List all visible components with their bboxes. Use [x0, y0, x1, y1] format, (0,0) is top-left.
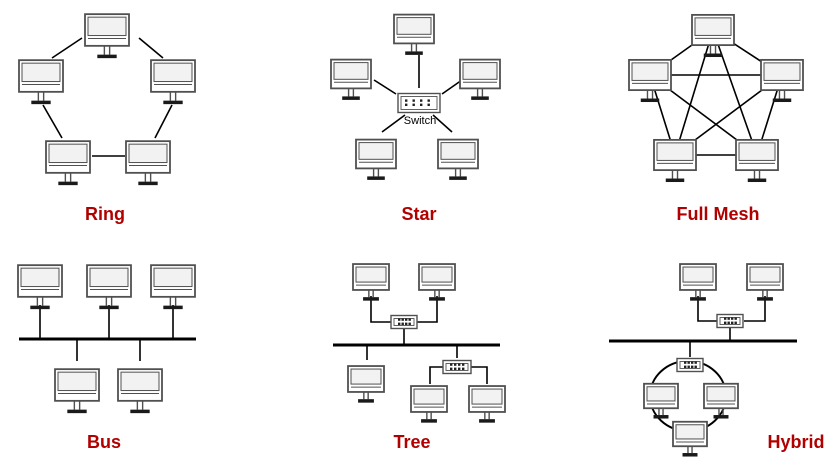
link-line	[373, 79, 397, 95]
link-line	[744, 296, 766, 322]
tree-label: Tree	[393, 432, 431, 452]
link-line	[381, 114, 406, 133]
switch-label: Switch	[404, 115, 436, 127]
computer-icon	[735, 138, 779, 183]
switch-icon	[676, 357, 704, 373]
computer-icon	[150, 59, 196, 105]
computer-icon	[45, 140, 91, 186]
bus-label: Bus	[86, 432, 122, 452]
computer-icon	[352, 263, 390, 301]
computer-icon	[468, 385, 506, 423]
computer-icon	[18, 59, 64, 105]
computer-icon	[84, 13, 130, 59]
computer-icon	[117, 368, 163, 414]
computer-icon	[643, 382, 679, 419]
computer-icon	[347, 365, 385, 403]
computer-icon	[459, 58, 501, 100]
switch-icon	[442, 359, 472, 375]
bus-lines-layer	[19, 337, 797, 347]
computer-icon	[679, 263, 717, 301]
hybrid-label: Hybrid	[767, 432, 825, 452]
computer-icon	[330, 58, 372, 100]
switch-icon	[716, 313, 744, 329]
full-mesh-label: Full Mesh	[676, 204, 760, 224]
link-line	[429, 366, 444, 384]
link-line	[470, 366, 488, 384]
ring-label: Ring	[85, 204, 125, 224]
computer-icon	[703, 382, 739, 419]
switch-icon	[390, 314, 418, 330]
computer-icon	[393, 13, 435, 55]
computer-icon	[125, 140, 171, 186]
link-line	[370, 296, 393, 323]
computer-icon	[653, 138, 697, 183]
computer-icon	[746, 263, 784, 301]
link-line	[138, 37, 164, 59]
computer-icon	[17, 264, 63, 310]
link-line	[416, 296, 438, 323]
computer-icon	[437, 138, 479, 180]
link-line	[154, 104, 173, 139]
devices-layer	[17, 13, 804, 457]
computer-icon	[672, 420, 708, 457]
link-line	[441, 79, 463, 95]
computer-icon	[410, 385, 448, 423]
link-line	[42, 104, 63, 139]
computer-icon	[760, 58, 804, 103]
link-line	[432, 114, 453, 133]
link-line	[51, 37, 83, 59]
computer-icon	[86, 264, 132, 310]
link-line	[697, 296, 717, 322]
computer-icon	[628, 58, 672, 103]
computer-icon	[418, 263, 456, 301]
computer-icon	[54, 368, 100, 414]
link-line	[712, 29, 758, 156]
link-line	[674, 29, 714, 156]
star-label: Star	[401, 204, 437, 224]
computer-icon	[355, 138, 397, 180]
computer-icon	[691, 13, 735, 58]
switch-icon	[397, 92, 441, 114]
computer-icon	[150, 264, 196, 310]
